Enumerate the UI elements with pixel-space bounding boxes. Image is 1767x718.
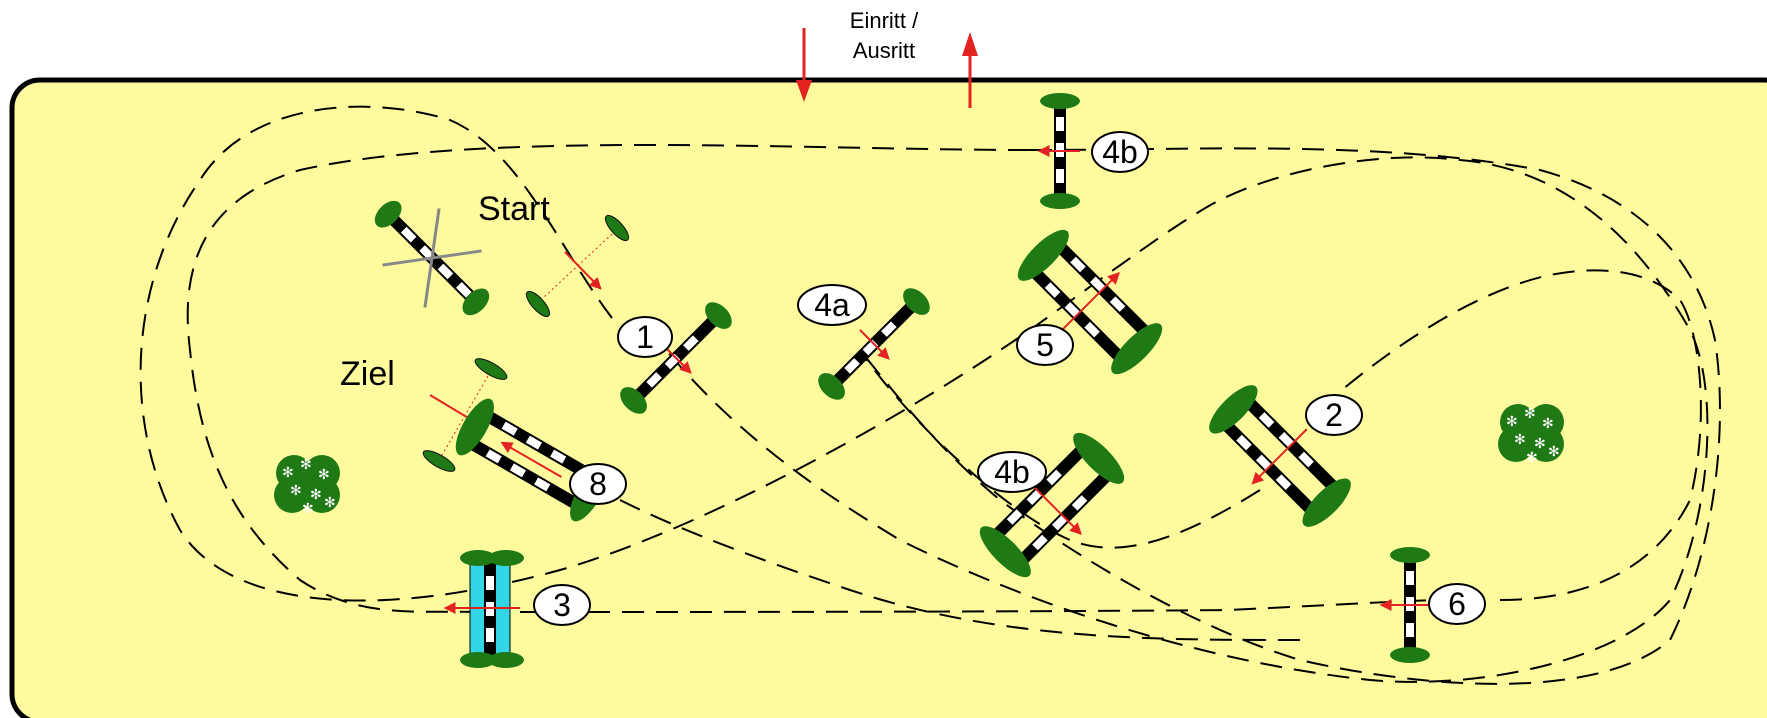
svg-text:3: 3 bbox=[553, 587, 571, 623]
svg-text:✻: ✻ bbox=[302, 500, 314, 516]
obstacle-7-number: 6 bbox=[1428, 583, 1486, 625]
svg-text:✻: ✻ bbox=[290, 482, 302, 498]
finish-line: Ziel bbox=[340, 355, 508, 472]
obstacle-4b-number: 4b bbox=[977, 451, 1047, 493]
start-line: Start bbox=[478, 190, 630, 318]
obstacle-5 bbox=[1037, 93, 1080, 209]
obstacle-3-number: 3 bbox=[533, 584, 591, 626]
svg-text:1: 1 bbox=[636, 319, 654, 355]
svg-text:✻: ✻ bbox=[300, 456, 312, 472]
svg-text:4b: 4b bbox=[1102, 134, 1138, 170]
flower-bush-left: ✻ ✻ ✻ ✻ ✻ ✻ ✻ bbox=[274, 455, 340, 516]
obstacle-2-number: 2 bbox=[1305, 394, 1363, 436]
riding-route bbox=[139, 105, 1721, 685]
svg-text:5: 5 bbox=[1036, 327, 1054, 363]
svg-text:2: 2 bbox=[1325, 397, 1343, 433]
svg-text:✻: ✻ bbox=[1514, 431, 1526, 447]
obstacle-1 bbox=[620, 302, 732, 414]
obstacle-6-number: 5 bbox=[1016, 324, 1074, 366]
crossed-out-fence bbox=[374, 200, 490, 316]
finish-label: Ziel bbox=[340, 355, 395, 393]
obstacle-4a bbox=[818, 288, 930, 400]
svg-text:✻: ✻ bbox=[318, 466, 330, 482]
obstacle-4b bbox=[979, 432, 1125, 578]
svg-text:✻: ✻ bbox=[310, 486, 322, 502]
svg-text:✻: ✻ bbox=[1534, 435, 1546, 451]
svg-text:✻: ✻ bbox=[1526, 449, 1538, 465]
svg-text:✻: ✻ bbox=[324, 494, 336, 510]
entry-exit-marker: Einritt / Ausritt bbox=[796, 8, 978, 108]
obstacle-1-number: 1 bbox=[617, 316, 673, 358]
obstacle-8-number: 8 bbox=[569, 463, 627, 505]
arena bbox=[9, 77, 1767, 718]
start-label: Start bbox=[478, 190, 550, 228]
svg-text:✻: ✻ bbox=[1524, 405, 1536, 421]
obstacle-3 bbox=[443, 550, 524, 668]
entry-exit-label-line2: Ausritt bbox=[853, 38, 915, 63]
entry-exit-label-line1: Einritt / bbox=[850, 8, 919, 33]
svg-text:6: 6 bbox=[1448, 586, 1466, 622]
svg-text:✻: ✻ bbox=[1506, 413, 1518, 429]
flower-bush-right: ✻ ✻ ✻ ✻ ✻ ✻ ✻ bbox=[1498, 404, 1564, 465]
obstacle-4a-number: 4a bbox=[797, 284, 867, 326]
obstacle-4b-label: 4b bbox=[994, 454, 1030, 490]
obstacle-7 bbox=[1379, 547, 1430, 663]
svg-text:8: 8 bbox=[589, 466, 607, 502]
obstacle-5-number: 4b bbox=[1091, 131, 1149, 173]
svg-text:✻: ✻ bbox=[1542, 415, 1554, 431]
obstacle-6 bbox=[1017, 229, 1163, 375]
obstacle-2 bbox=[1209, 385, 1351, 527]
svg-text:✻: ✻ bbox=[282, 464, 294, 480]
svg-text:✻: ✻ bbox=[1548, 443, 1560, 459]
svg-text:4a: 4a bbox=[814, 287, 850, 323]
